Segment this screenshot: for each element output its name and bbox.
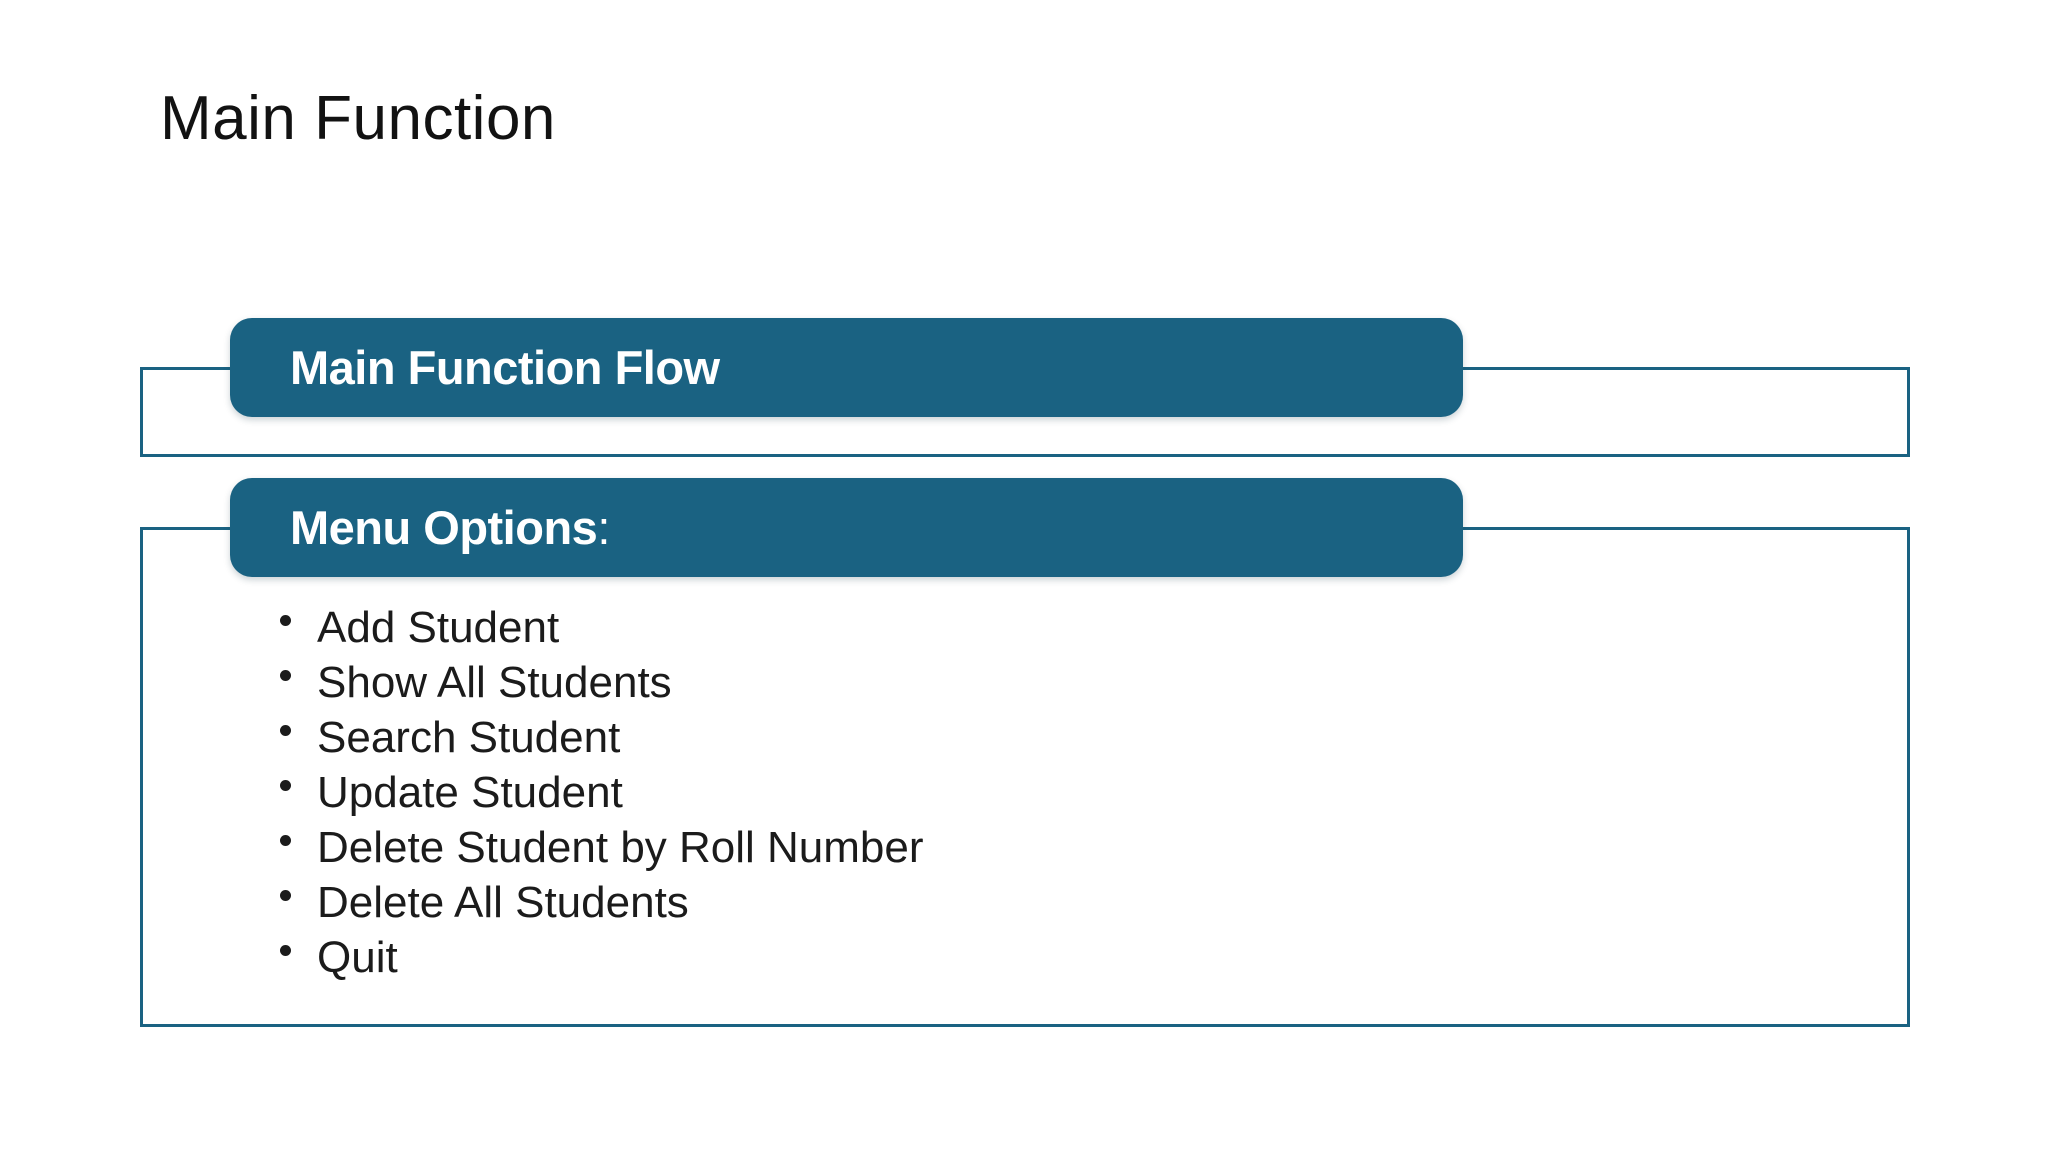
bullet-icon xyxy=(280,615,291,626)
list-item-label: Delete Student by Roll Number xyxy=(317,823,924,872)
menu-header-bar: Menu Options : xyxy=(230,478,1463,577)
list-item-show-all-students: Show All Students xyxy=(280,655,924,710)
list-item-label: Update Student xyxy=(317,768,623,817)
bullet-icon xyxy=(280,835,291,846)
bullet-icon xyxy=(280,780,291,791)
menu-heading: Menu Options xyxy=(290,501,598,554)
list-item-label: Delete All Students xyxy=(317,878,689,927)
bullet-icon xyxy=(280,725,291,736)
flow-header-bar: Main Function Flow xyxy=(230,318,1463,417)
menu-list: Add Student Show All Students Search Stu… xyxy=(280,600,924,985)
page-title: Main Function xyxy=(160,84,556,153)
list-item-delete-student-by-roll-number: Delete Student by Roll Number xyxy=(280,820,924,875)
list-item-add-student: Add Student xyxy=(280,600,924,655)
list-item-label: Search Student xyxy=(317,713,621,762)
menu-heading-suffix: : xyxy=(597,501,611,554)
bullet-icon xyxy=(280,670,291,681)
list-item-label: Show All Students xyxy=(317,658,672,707)
list-item-label: Quit xyxy=(317,933,398,982)
bullet-icon xyxy=(280,890,291,901)
list-item-update-student: Update Student xyxy=(280,765,924,820)
list-item-quit: Quit xyxy=(280,930,924,985)
bullet-icon xyxy=(280,945,291,956)
list-item-delete-all-students: Delete All Students xyxy=(280,875,924,930)
list-item-label: Add Student xyxy=(317,603,560,652)
list-item-search-student: Search Student xyxy=(280,710,924,765)
flow-heading: Main Function Flow xyxy=(290,341,720,394)
